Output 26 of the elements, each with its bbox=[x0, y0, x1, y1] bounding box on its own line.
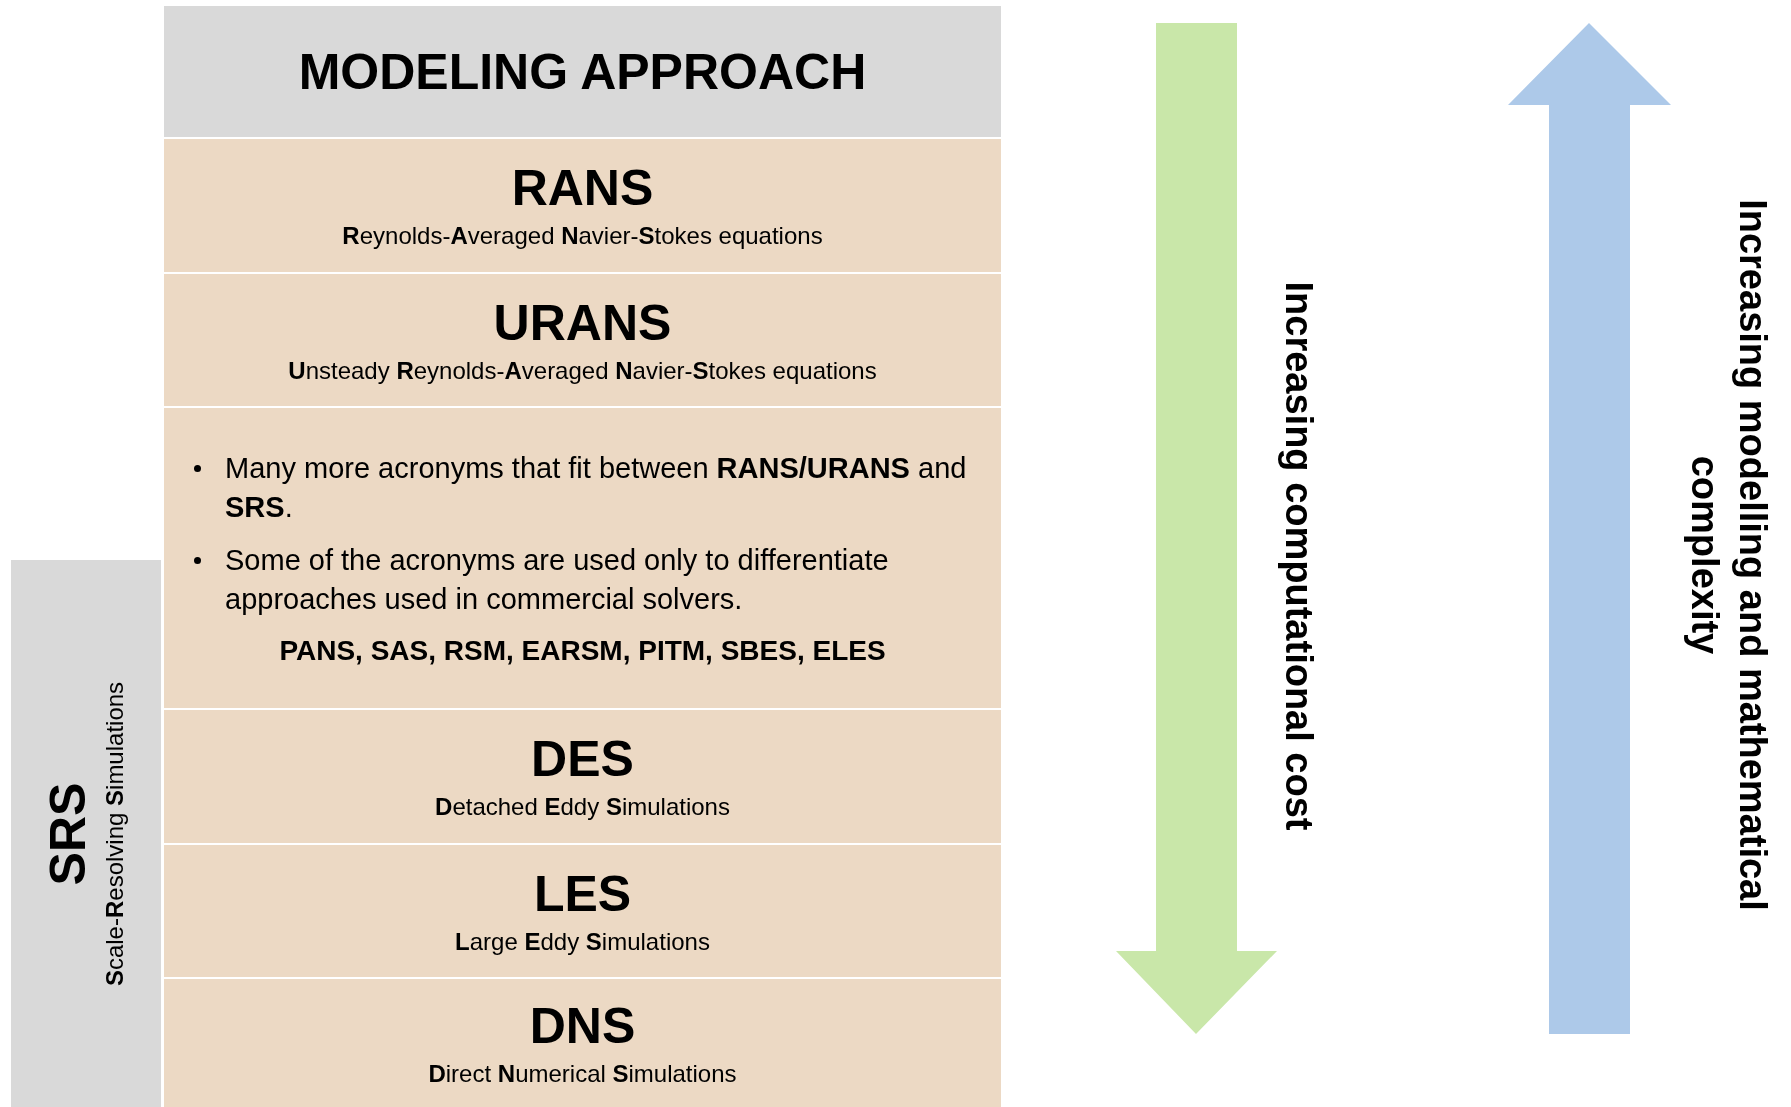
method-box bbox=[164, 710, 1001, 843]
header-title: MODELING APPROACH bbox=[298, 42, 867, 101]
bullet-text: Some of the acronyms are used only to differentiate approaches used in commercial solvers. bbox=[225, 543, 890, 618]
method-box bbox=[164, 139, 1001, 272]
method-acronym: RANS bbox=[511, 161, 654, 216]
method-description: Detached Eddy Simulations bbox=[435, 793, 730, 821]
bullet-text: Many more acronyms that fit between RANS/URANS and SRS. bbox=[225, 450, 968, 525]
group-description: Scale-Resolving Simulations bbox=[101, 681, 129, 986]
method-acronym: DNS bbox=[529, 998, 636, 1054]
method-box bbox=[164, 845, 1001, 977]
method-description: Unsteady Reynolds-Averaged Navier-Stokes equations bbox=[288, 356, 877, 385]
method-description: Reynolds-Averaged Navier-Stokes equations bbox=[342, 222, 823, 250]
arrow-label: Increasing computational cost bbox=[1276, 280, 1321, 833]
method-box bbox=[164, 979, 1001, 1107]
header-box bbox=[164, 6, 1001, 137]
acronym-list: PANS, SAS, RSM, EARSM, PITM, SBES, ELES bbox=[279, 635, 886, 668]
method-acronym: LES bbox=[533, 866, 632, 922]
method-box bbox=[164, 408, 1001, 708]
group-acronym: SRS bbox=[43, 782, 93, 885]
group-sidebar bbox=[11, 560, 161, 1107]
method-acronym: URANS bbox=[493, 295, 672, 351]
method-box bbox=[164, 274, 1001, 406]
method-acronym: DES bbox=[531, 732, 634, 787]
method-description: Direct Numerical Simulations bbox=[428, 1059, 737, 1088]
method-description: Large Eddy Simulations bbox=[455, 927, 710, 956]
arrow-label: Increasing modelling and mathematical complexity bbox=[1683, 198, 1775, 913]
